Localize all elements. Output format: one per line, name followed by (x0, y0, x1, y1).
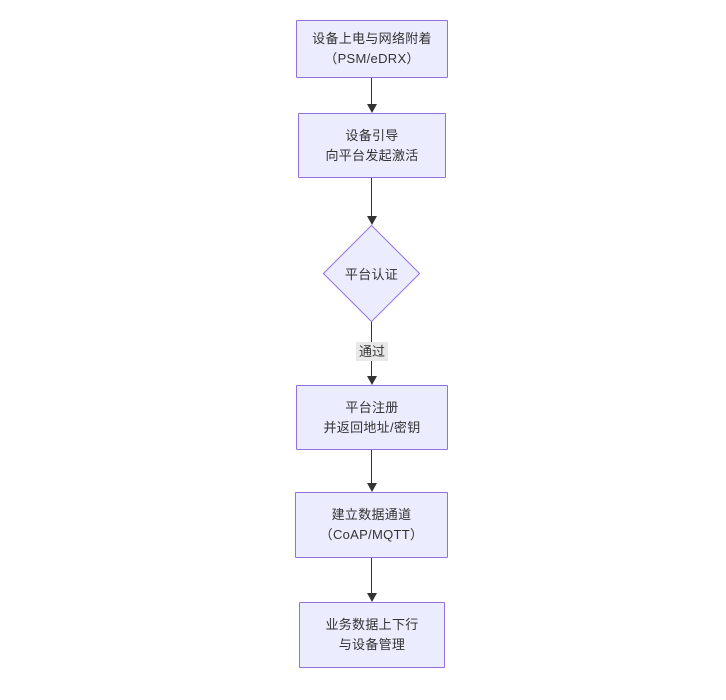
flow-node-device-bootstrap: 设备引导 向平台发起激活 (298, 113, 446, 178)
node-label: 业务数据上下行 (325, 617, 419, 632)
arrowhead-down-icon (367, 376, 377, 385)
arrowhead-down-icon (367, 483, 377, 492)
flow-node-power-network-attach: 设备上电与网络附着 （PSM/eDRX） (296, 20, 448, 78)
node-label: 设备上电与网络附着 (312, 31, 432, 46)
flow-node-platform-register: 平台注册 并返回地址/密钥 (296, 385, 448, 450)
node-label: 平台注册 (345, 399, 399, 415)
flow-decision-platform-auth: 平台认证 (322, 224, 421, 323)
arrowhead-down-icon (367, 216, 377, 225)
node-label: 平台认证 (344, 267, 399, 282)
arrowhead-down-icon (367, 104, 377, 113)
node-label: （CoAP/MQTT） (319, 527, 424, 542)
edge-label-pass: 通过 (355, 342, 389, 361)
flow-node-data-channel: 建立数据通道 （CoAP/MQTT） (295, 492, 448, 558)
flow-node-business-data: 业务数据上下行 与设备管理 (299, 602, 445, 668)
node-label: （PSM/eDRX） (324, 51, 420, 66)
edge-line (371, 558, 372, 593)
edge-line (371, 450, 372, 483)
edge-line (371, 178, 372, 216)
arrowhead-down-icon (367, 593, 377, 602)
node-label: 与设备管理 (338, 637, 406, 652)
node-label: 向平台发起激活 (325, 147, 419, 163)
node-label: 设备引导 (345, 127, 399, 143)
node-label: 并返回地址/密钥 (323, 419, 421, 435)
node-label: 建立数据通道 (331, 507, 412, 522)
edge-line (371, 78, 372, 104)
